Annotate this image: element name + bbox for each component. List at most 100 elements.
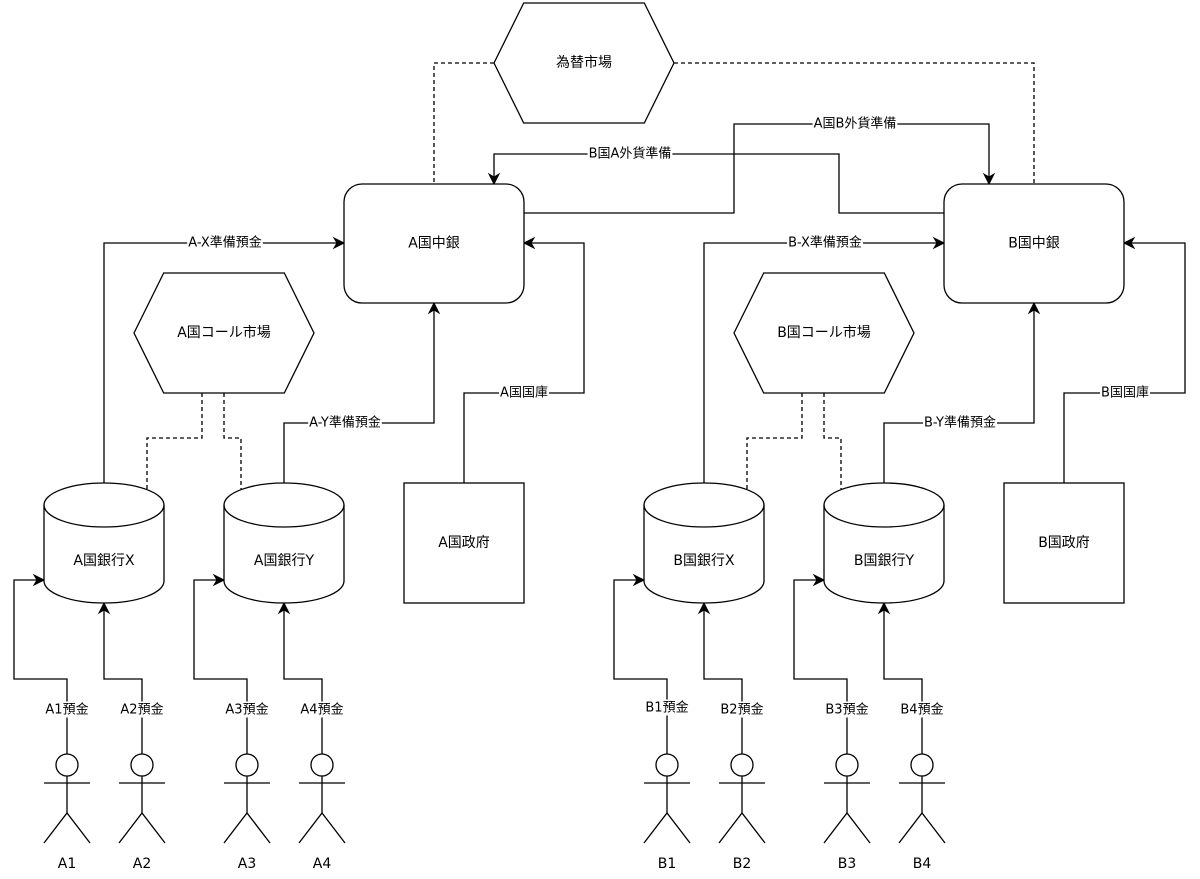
arrowhead-icon — [332, 236, 346, 250]
arrowhead-icon — [32, 573, 46, 587]
edge-label-text: A-Y準備預金 — [309, 415, 381, 431]
node-b-bank-x[interactable]: B国銀行X — [643, 482, 765, 604]
edge-label: A国国庫 — [499, 385, 549, 401]
edge-a-call-y[interactable] — [223, 393, 242, 489]
arrowhead-icon — [632, 573, 646, 587]
hexagon-shape — [733, 272, 915, 394]
connector-line — [823, 393, 842, 489]
cylinder-body — [643, 482, 765, 604]
edge-a-call-x[interactable] — [146, 393, 203, 489]
node-label: B国銀行Y — [854, 553, 915, 569]
edge-b-treasury[interactable] — [1063, 236, 1186, 483]
edge-fx-a[interactable] — [433, 62, 494, 184]
arrowhead-icon — [812, 573, 826, 587]
edge-a-treasury[interactable] — [463, 236, 585, 483]
edge-label: B4預金 — [899, 701, 945, 718]
edge-a1-dep[interactable] — [13, 573, 68, 754]
node-label: A国銀行Y — [254, 553, 315, 569]
edge-label-text: A-X準備預金 — [188, 235, 262, 251]
node-fx-market[interactable]: 為替市場 — [493, 2, 675, 124]
edge-label-background — [787, 234, 863, 251]
edge-a4-dep[interactable] — [277, 601, 323, 754]
actor-a1[interactable]: A1 — [43, 753, 91, 872]
edge-label-background — [824, 701, 870, 718]
edge-b2-dep[interactable] — [697, 601, 743, 754]
connector-line — [613, 579, 668, 754]
edge-b-holds-a-fx[interactable] — [487, 153, 944, 214]
node-label: A国コール市場 — [177, 324, 271, 341]
actor-b4[interactable]: B4 — [898, 753, 946, 872]
edge-b3-dep[interactable] — [793, 573, 848, 754]
node-b-cb[interactable]: B国中銀 — [943, 183, 1125, 304]
node-b-call[interactable]: B国コール市場 — [733, 272, 915, 394]
edge-b4-dep[interactable] — [877, 601, 923, 754]
edge-label-background — [812, 115, 898, 132]
edge-a2-dep[interactable] — [97, 601, 143, 754]
edge-a3-dep[interactable] — [193, 573, 248, 754]
node-a-call[interactable]: A国コール市場 — [133, 272, 315, 394]
connector-line — [433, 62, 494, 184]
actor-legs — [898, 811, 946, 844]
actor-a2[interactable]: A2 — [118, 753, 166, 872]
connector-line — [703, 610, 743, 754]
node-label: A国銀行X — [73, 553, 135, 569]
connector-line — [793, 579, 848, 754]
rounded-rect-shape — [343, 183, 525, 304]
node-label: B国政府 — [1038, 535, 1090, 551]
connector-line — [1063, 242, 1186, 483]
actor-b1[interactable]: B1 — [643, 753, 691, 872]
connector-line — [524, 123, 990, 214]
actor-a3[interactable]: A3 — [223, 753, 271, 872]
edge-label: B3預金 — [824, 701, 870, 718]
actor-label: A3 — [238, 856, 256, 872]
actor-label: B3 — [838, 856, 857, 872]
edge-b-call-x[interactable] — [746, 393, 803, 489]
edge-label: A3預金 — [224, 701, 270, 718]
edge-b1-dep[interactable] — [613, 573, 668, 754]
arrowhead-icon — [522, 236, 536, 250]
rect-shape — [403, 482, 525, 604]
actor-head — [910, 753, 934, 777]
connector-line — [493, 153, 944, 214]
edge-label: A1預金 — [44, 701, 90, 718]
edge-label-text: B-Y準備預金 — [924, 415, 996, 431]
edge-label: A4預金 — [299, 701, 345, 718]
actor-legs — [43, 811, 91, 844]
actor-legs — [118, 811, 166, 844]
actor-legs — [823, 811, 871, 844]
actor-a4[interactable]: A4 — [298, 753, 346, 872]
actor-b2[interactable]: B2 — [718, 753, 766, 872]
node-a-bank-x[interactable]: A国銀行X — [43, 482, 165, 604]
edge-a-holds-b-fx[interactable] — [524, 123, 996, 214]
hexagon-shape — [133, 272, 315, 394]
cylinder-body — [823, 482, 945, 604]
edge-fx-b[interactable] — [674, 62, 1035, 184]
actor-b3[interactable]: B3 — [823, 753, 871, 872]
edge-label-text: A4預金 — [300, 702, 343, 718]
arrowhead-icon — [877, 601, 891, 615]
edge-label-background — [299, 701, 345, 718]
actor-legs — [643, 811, 691, 844]
node-a-gov[interactable]: A国政府 — [403, 482, 525, 604]
edge-label-background — [308, 414, 382, 431]
connector-line — [746, 393, 803, 489]
arrowhead-icon — [487, 172, 501, 186]
arrowhead-icon — [97, 601, 111, 615]
node-a-cb[interactable]: A国中銀 — [343, 183, 525, 304]
connector-line — [193, 579, 248, 754]
edge-label: B国A外貨準備 — [587, 145, 673, 162]
node-a-bank-y[interactable]: A国銀行Y — [223, 482, 345, 604]
actor-head — [235, 753, 259, 777]
edge-b-call-y[interactable] — [823, 393, 842, 489]
edge-label: A-Y準備預金 — [308, 414, 382, 431]
edge-label-background — [587, 145, 673, 162]
actor-label: A4 — [313, 856, 332, 872]
hexagon-shape — [493, 2, 675, 124]
edge-label-background — [922, 414, 998, 431]
node-b-bank-y[interactable]: B国銀行Y — [823, 482, 945, 604]
node-label: 為替市場 — [556, 54, 612, 71]
node-b-gov[interactable]: B国政府 — [1003, 482, 1125, 604]
edge-label: B-Y準備預金 — [922, 414, 998, 431]
person-icon — [118, 753, 166, 844]
